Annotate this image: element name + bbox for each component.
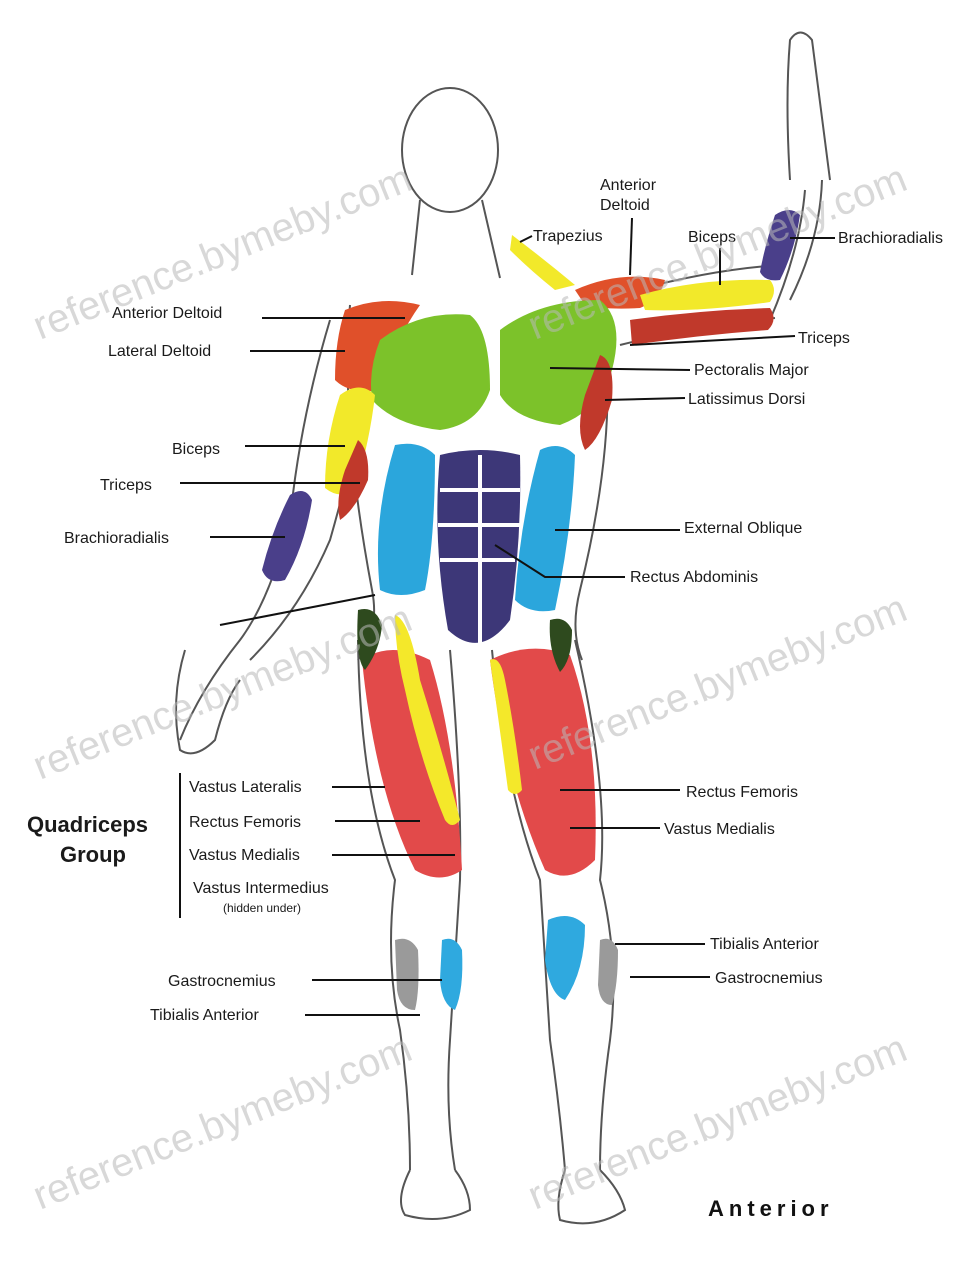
label-pectoralis-major: Pectoralis Major: [694, 362, 809, 379]
label-brachioradialis-left: Brachioradialis: [64, 530, 169, 547]
view-title: Anterior: [708, 1196, 834, 1221]
label-biceps-left: Biceps: [172, 441, 220, 458]
label-vastus-lateralis: Vastus Lateralis: [189, 779, 302, 796]
label-triceps-right: Triceps: [798, 330, 850, 347]
group-title-line1: Quadriceps: [27, 812, 148, 837]
label-vastus-medialis-right: Vastus Medialis: [664, 821, 775, 838]
label-anterior-deltoid-top-line1: Anterior: [600, 177, 657, 194]
label-external-oblique: External Oblique: [684, 520, 802, 537]
label-triceps-left: Triceps: [100, 477, 152, 494]
label-tibialis-anterior-right: Tibialis Anterior: [710, 936, 819, 953]
label-tibialis-anterior-left: Tibialis Anterior: [150, 1007, 259, 1024]
label-vastus-medialis-left: Vastus Medialis: [189, 847, 300, 864]
label-anterior-deltoid-top-line2: Deltoid: [600, 197, 650, 214]
label-gastrocnemius-right: Gastrocnemius: [715, 970, 823, 987]
label-gastrocnemius-left: Gastrocnemius: [168, 973, 276, 990]
label-rectus-femoris-left: Rectus Femoris: [189, 814, 301, 831]
label-lateral-deltoid: Lateral Deltoid: [108, 343, 211, 360]
label-vastus-intermedius: Vastus Intermedius: [193, 880, 329, 897]
label-trapezius: Trapezius: [533, 228, 603, 245]
label-rectus-abdominis: Rectus Abdominis: [630, 569, 758, 586]
label-rectus-femoris-right: Rectus Femoris: [686, 784, 798, 801]
label-latissimus-dorsi: Latissimus Dorsi: [688, 391, 805, 408]
group-title-line2: Group: [60, 842, 126, 867]
label-brachioradialis-right: Brachioradialis: [838, 230, 943, 247]
group-note: (hidden under): [223, 901, 301, 915]
